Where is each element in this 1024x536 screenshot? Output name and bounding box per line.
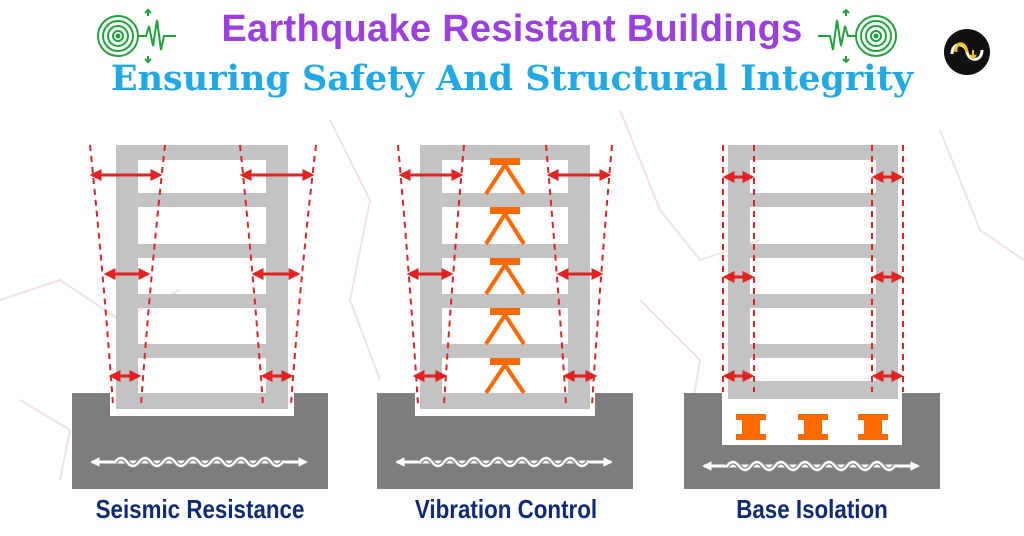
label-seismic-resistance: Seismic Resistance [95, 494, 305, 524]
panel-base-isolation [684, 145, 940, 489]
panel-vibration-control [377, 144, 633, 489]
sway-arrows [398, 169, 612, 382]
page-subtitle: Ensuring Safety And Structural Integrity [110, 58, 914, 99]
building-frame [728, 145, 898, 399]
seismic-wave-icon [818, 8, 897, 64]
panel-seismic-resistance [72, 144, 328, 489]
label-base-isolation: Base Isolation [736, 494, 888, 524]
page-title: Earthquake Resistant Buildings [221, 8, 803, 50]
seismic-wave-icon [97, 8, 176, 64]
damper-system [484, 158, 526, 395]
base-isolators [736, 414, 888, 440]
brand-logo-icon [944, 29, 990, 75]
sway-arrows [722, 171, 904, 382]
sway-arrows [89, 169, 315, 382]
label-vibration-control: Vibration Control [414, 494, 598, 524]
building-frame [116, 145, 288, 409]
deformation-lines [722, 145, 904, 392]
